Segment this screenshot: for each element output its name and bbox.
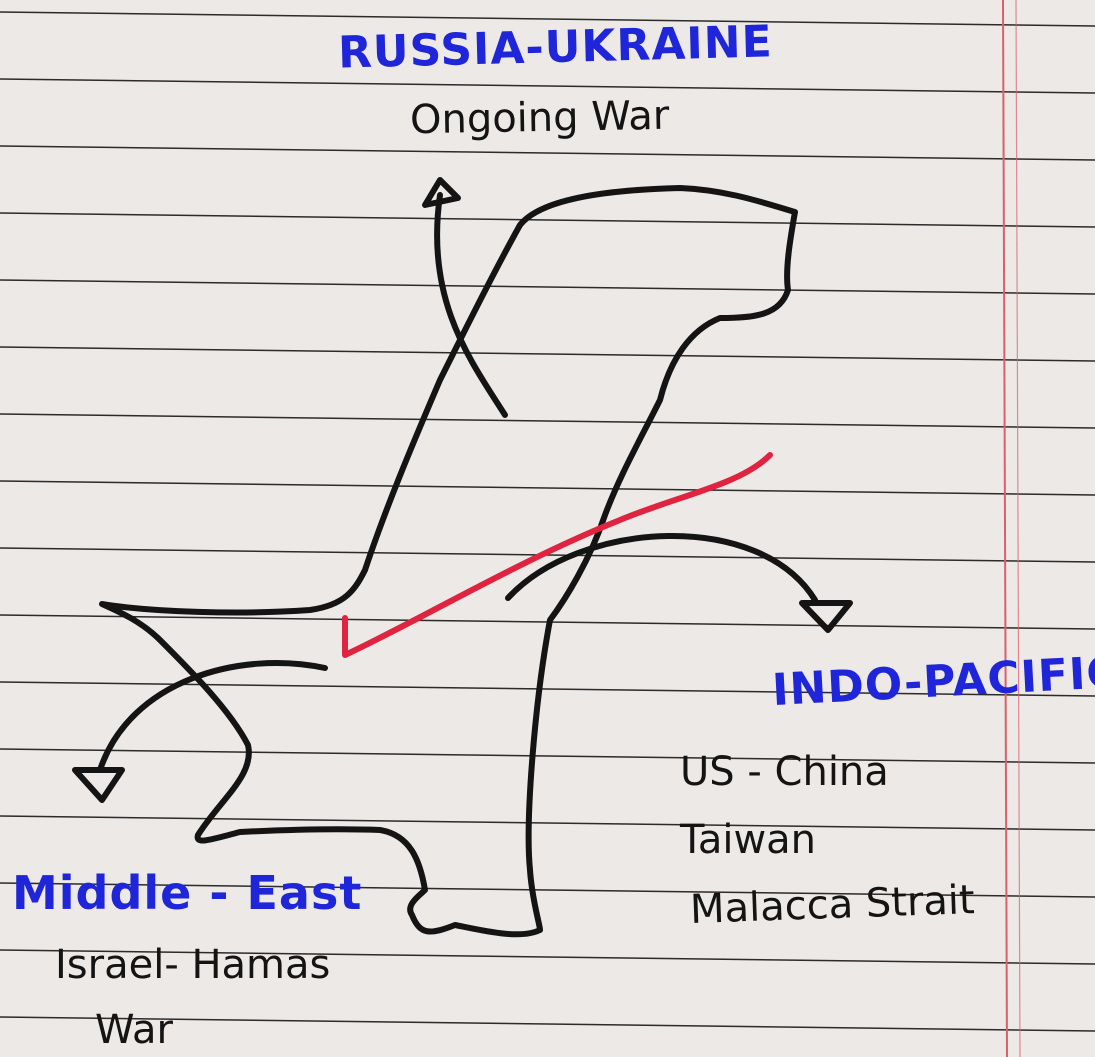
arrow-up-icon xyxy=(437,195,505,415)
arrow-left-icon xyxy=(100,663,325,770)
ruled-line xyxy=(0,481,1095,495)
ruled-line xyxy=(0,146,1095,160)
ruled-line xyxy=(0,280,1095,294)
indo-pacific-line: US - China xyxy=(680,752,889,792)
ruled-line xyxy=(0,816,1095,830)
arrow-left-head-icon xyxy=(75,770,122,800)
arrow-right-icon xyxy=(508,536,815,600)
ruled-line xyxy=(0,347,1095,361)
middle-east-line: Israel- Hamas xyxy=(55,945,330,985)
indo-pacific-line: Taiwan xyxy=(680,820,816,860)
russia-ukraine-line: Ongoing War xyxy=(410,96,670,141)
middle-east-line: War xyxy=(95,1010,173,1050)
russia-ukraine-title: RUSSIA-UKRAINE xyxy=(337,20,773,75)
middle-east-title: Middle - East xyxy=(12,870,362,916)
ruled-line xyxy=(0,79,1095,93)
ruled-line xyxy=(0,414,1095,428)
indo-pacific-line: Malacca Strait xyxy=(689,880,975,930)
ruled-line xyxy=(0,213,1095,227)
ruled-line xyxy=(0,749,1095,763)
